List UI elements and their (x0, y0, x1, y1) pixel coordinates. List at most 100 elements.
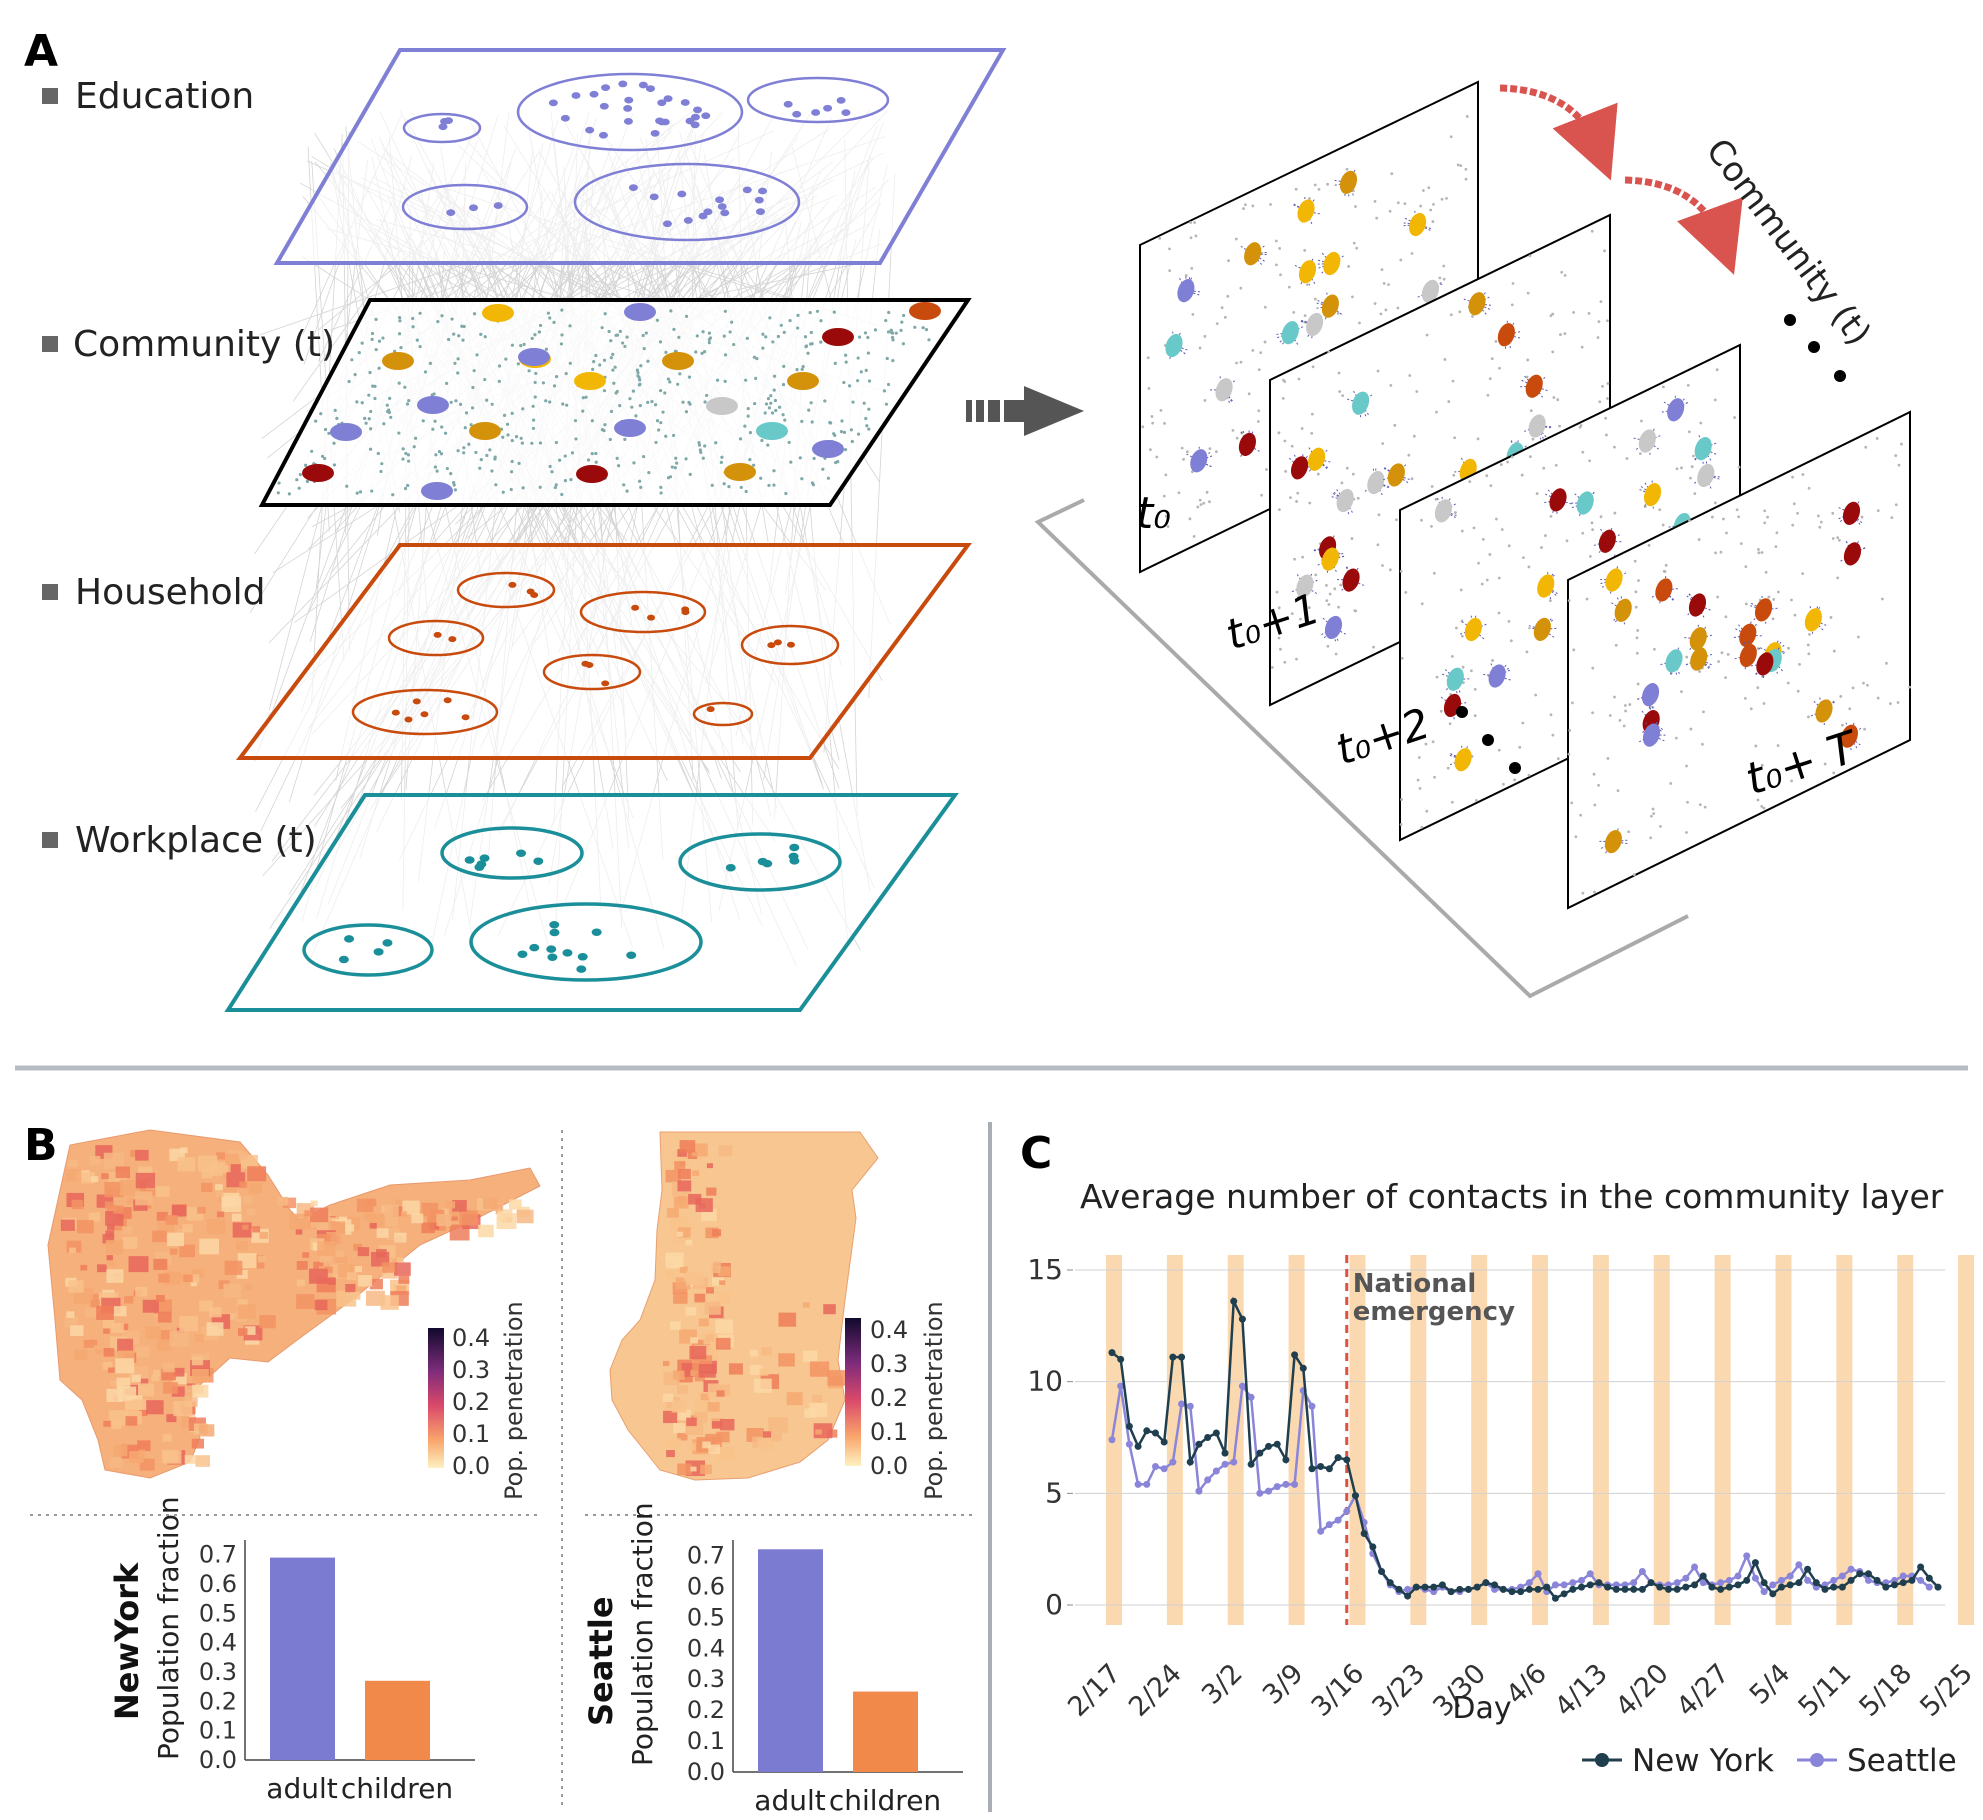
node (693, 106, 703, 114)
data-point (1169, 1353, 1177, 1361)
legend-label: New York (1632, 1743, 1774, 1779)
node (479, 458, 483, 462)
node (592, 359, 596, 364)
node (571, 92, 581, 99)
data-point (1578, 1576, 1586, 1584)
weekend-band (1288, 1255, 1305, 1625)
y-tick-label: 15 (1027, 1253, 1063, 1286)
node (374, 347, 378, 352)
data-point (1291, 1480, 1299, 1488)
node (664, 350, 668, 354)
venue-node (1604, 829, 1622, 854)
node (519, 436, 523, 440)
node (738, 437, 743, 441)
data-point (1143, 1427, 1151, 1435)
venue-node (302, 464, 334, 482)
node (510, 470, 514, 474)
data-point (1395, 1585, 1403, 1593)
time-arrow-icon (1624, 176, 1743, 275)
node (436, 320, 440, 324)
venue-node (1690, 647, 1708, 671)
node (594, 460, 598, 464)
data-point (1178, 1353, 1186, 1361)
community-layer (258, 298, 972, 507)
workplace-group (678, 832, 842, 892)
data-point (1369, 1543, 1377, 1551)
interlayer-link (452, 147, 534, 920)
node (529, 943, 540, 952)
node (815, 309, 820, 313)
node (460, 324, 464, 328)
data-point (1491, 1581, 1499, 1589)
node (449, 472, 453, 476)
node (403, 486, 408, 491)
venue-node (574, 372, 606, 390)
node (450, 317, 454, 321)
node (812, 456, 816, 461)
weekend-band (1714, 1255, 1731, 1625)
node (456, 357, 460, 361)
venue-node (1576, 491, 1594, 515)
workplace-layer (224, 793, 959, 1012)
y-tick-label: 0.3 (687, 1665, 725, 1693)
node (297, 486, 301, 490)
node (594, 451, 598, 456)
node (415, 338, 419, 342)
y-tick-label: 0.2 (687, 1696, 725, 1724)
node (647, 614, 656, 621)
node (569, 477, 573, 482)
node (445, 466, 449, 471)
node (367, 393, 371, 397)
data-point (1291, 1351, 1299, 1359)
node (764, 335, 768, 339)
node (662, 220, 672, 228)
data-point (1299, 1364, 1307, 1372)
node (471, 385, 475, 390)
y-tick-label: 0.1 (687, 1727, 725, 1755)
layer-label-workplace: Workplace (t) (75, 820, 317, 861)
data-point (1534, 1570, 1542, 1578)
node (720, 455, 724, 459)
node (890, 335, 895, 340)
node (412, 445, 416, 449)
node (707, 331, 711, 335)
data-point (1612, 1585, 1620, 1593)
data-point (1604, 1583, 1612, 1591)
data-point (1630, 1579, 1638, 1587)
emergency-annotation: emergency (1353, 1297, 1515, 1327)
node (350, 358, 354, 362)
node (788, 852, 799, 861)
node (669, 309, 673, 313)
node (391, 493, 395, 497)
data-point (1621, 1585, 1629, 1593)
weekend-band (1166, 1255, 1183, 1625)
node (446, 209, 456, 216)
node (840, 419, 844, 423)
node (658, 388, 663, 393)
data-point (1108, 1349, 1116, 1357)
node (864, 368, 868, 372)
node (565, 403, 569, 407)
weekend-band (1897, 1255, 1914, 1625)
data-point (1760, 1579, 1768, 1587)
data-point (1186, 1458, 1194, 1466)
data-point (1325, 1465, 1333, 1473)
node (668, 475, 673, 479)
node (432, 392, 436, 396)
data-point (1317, 1527, 1325, 1535)
node (641, 333, 645, 338)
node (563, 454, 567, 458)
node (576, 965, 587, 973)
node (760, 438, 764, 443)
node (763, 411, 767, 415)
node (304, 463, 308, 467)
data-point (1464, 1585, 1472, 1593)
venue-node (1756, 652, 1774, 676)
legend-marker (1810, 1753, 1824, 1767)
node (594, 353, 598, 358)
layer-label-education: Education (75, 76, 254, 117)
node (485, 453, 489, 458)
node (866, 335, 870, 340)
node (866, 351, 871, 355)
node (811, 483, 816, 487)
